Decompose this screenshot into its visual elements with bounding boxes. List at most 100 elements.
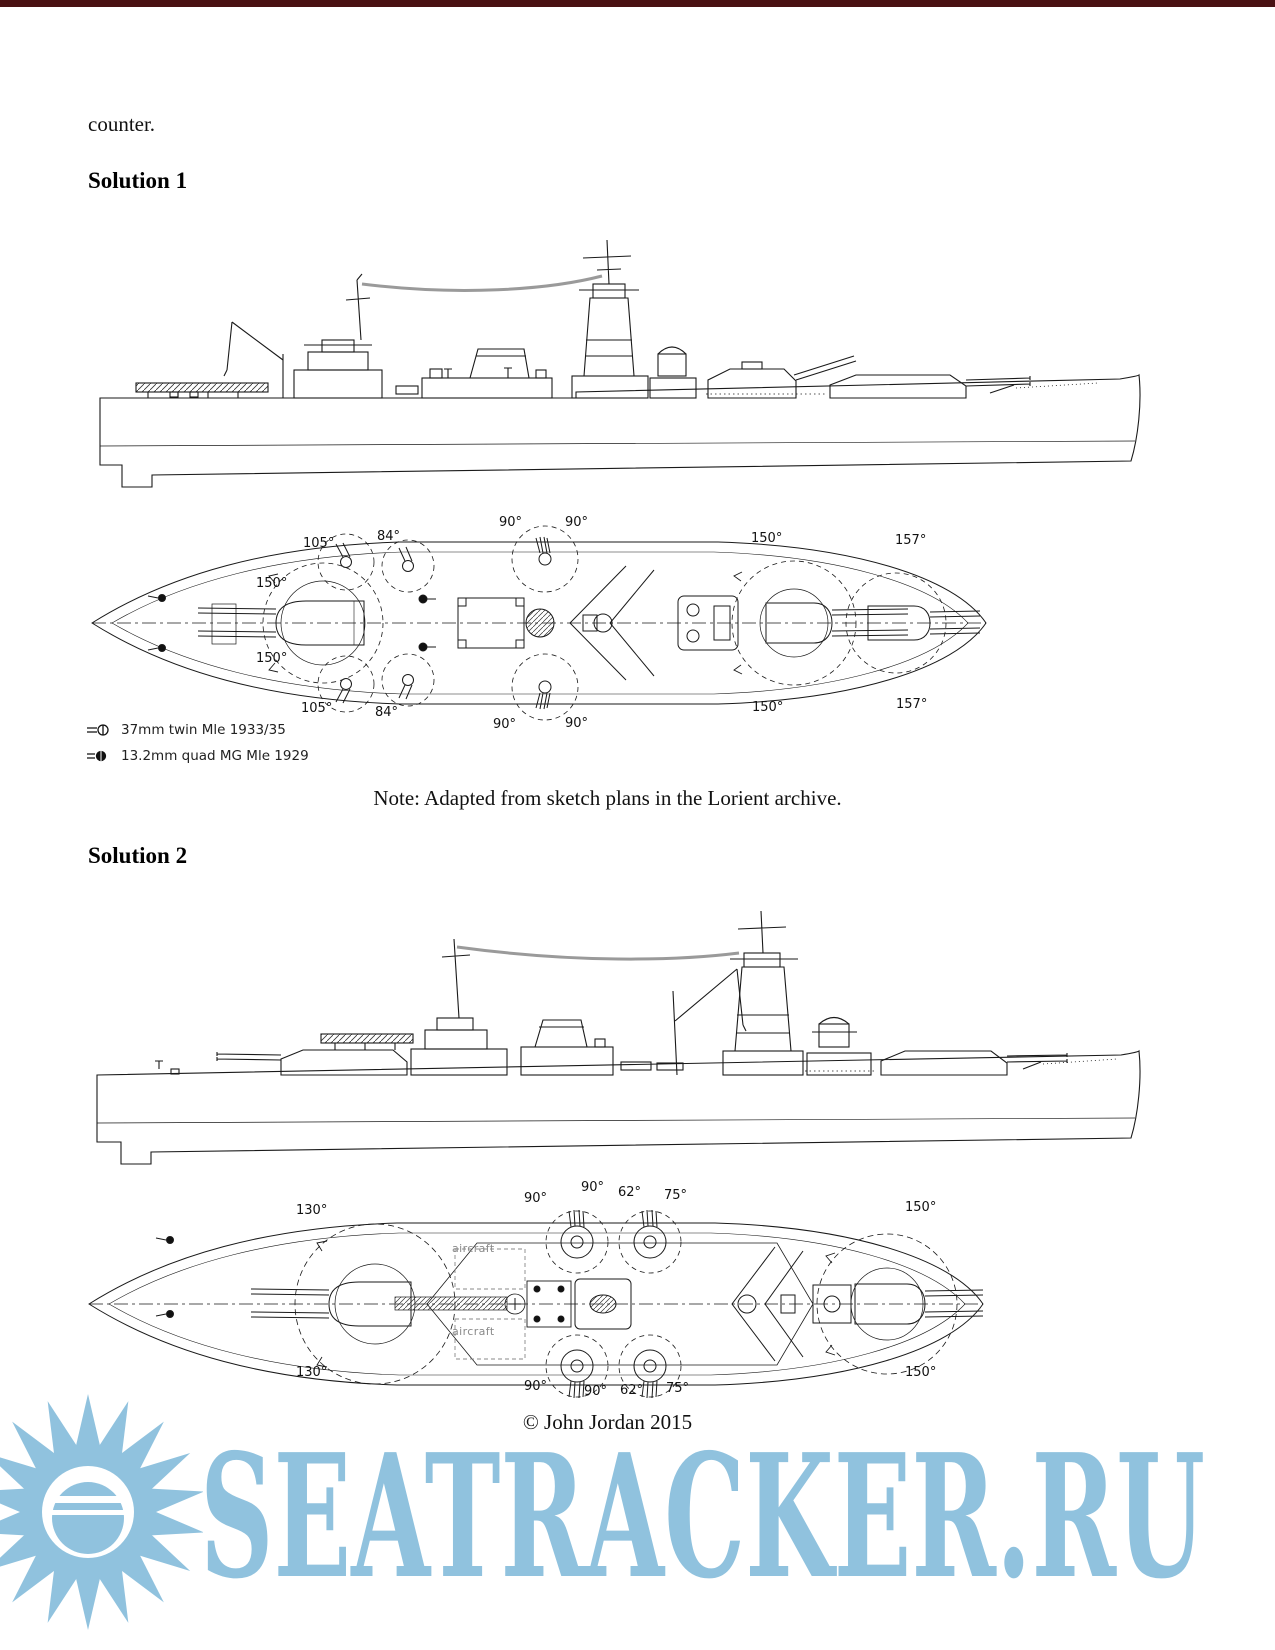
tower-footprint (731, 1246, 804, 1362)
figure-note: Note: Adapted from sketch plans in the L… (373, 786, 842, 810)
deckhouse-mid (574, 1278, 632, 1330)
arc-angle-label: 150° (256, 651, 288, 666)
solution1-plan-drawing (91, 525, 987, 721)
aft-mast (345, 273, 371, 341)
catapult (394, 1296, 508, 1311)
arc-angle-label: 84° (377, 529, 401, 544)
topmast (579, 239, 639, 291)
turret-forward (880, 1050, 1008, 1076)
gun-barrels (197, 607, 277, 638)
turret-forward (328, 1281, 412, 1327)
hull (99, 373, 1141, 488)
solution2-plan-drawing (88, 1209, 984, 1399)
turret-aft-inner (765, 602, 833, 644)
turret-aft-outer (867, 605, 931, 641)
turret-aft (854, 1283, 926, 1325)
aa-mounts-center (511, 525, 579, 721)
arc-angle-label: 62° (620, 1383, 644, 1398)
aircraft-stowage-bottom (454, 1318, 526, 1360)
aft-mast (441, 938, 471, 1019)
seatracker-wordmark: SEATRACKER.RU (200, 1417, 1205, 1613)
paragraph-fragment: counter. (88, 112, 156, 136)
catapult (135, 382, 269, 393)
arc-angle-label: 150° (256, 576, 288, 591)
deckhouse-aft (677, 595, 739, 651)
bow-mg-mounts (147, 594, 166, 652)
firing-arc-150-aft (731, 560, 857, 686)
crane (672, 968, 747, 1076)
tower-bridge (583, 297, 635, 377)
arc-angle-label: 90° (581, 1180, 605, 1195)
uptake-grating (525, 608, 555, 638)
arc-angle-label: 157° (896, 697, 928, 712)
solution1-profile-drawing (99, 239, 1141, 488)
topmast (730, 910, 798, 960)
arc-angle-label: 150° (905, 1365, 937, 1380)
arc-angle-label: 157° (895, 533, 927, 548)
aerial-cable (361, 274, 603, 292)
arc-angle-label: 90° (524, 1379, 548, 1394)
arc-angle-label: 130° (296, 1365, 328, 1380)
gun-barrels (250, 1288, 330, 1319)
ship-profile-1 (99, 239, 1141, 488)
turret-superfiring (707, 368, 797, 399)
firing-arc-150 (816, 1233, 958, 1375)
deckhouse-mid (457, 597, 525, 649)
barbette-forward (280, 580, 366, 666)
bow-mg-mounts (155, 1236, 174, 1318)
legend-label: 13.2mm quad MG Mle 1929 (121, 748, 309, 764)
waterline (96, 1117, 1136, 1124)
solution1-heading: Solution 1 (88, 168, 188, 193)
arc-angle-label: 90° (493, 717, 517, 732)
arc-angle-label: 75° (664, 1188, 688, 1203)
tower-footprint (569, 565, 655, 681)
aircraft-stowage-top (454, 1248, 526, 1290)
ship-plan-1 (91, 525, 987, 721)
copyright-line: © John Jordan 2015 (522, 1410, 693, 1434)
crane (223, 321, 284, 398)
funnel (469, 348, 530, 379)
mg-mounts-mid (418, 594, 436, 652)
arc-angle-label: 150° (905, 1200, 937, 1215)
funnel (534, 1019, 588, 1048)
arc-angle-label: 90° (499, 515, 523, 530)
arc-angle-label: 84° (375, 705, 399, 720)
hull (96, 1049, 1141, 1165)
arc-angle-label: 130° (296, 1203, 328, 1218)
aa-mounts-forward (317, 533, 435, 713)
firing-arc-130 (294, 1223, 456, 1385)
quad-mg-icon (87, 750, 107, 762)
ship-plan-2 (88, 1209, 984, 1399)
solution2-profile-drawing (96, 910, 1141, 1165)
arc-angle-label: 105° (301, 701, 333, 716)
tower-bridge (734, 966, 792, 1052)
arc-angle-label: 90° (524, 1191, 548, 1206)
arc-angle-label: 90° (565, 716, 589, 731)
arc-angle-label: 90° (565, 515, 589, 530)
arc-angle-label: 105° (303, 536, 335, 551)
arc-angle-label: 90° (584, 1384, 608, 1399)
arc-angle-label: 62° (618, 1185, 642, 1200)
arc-angle-label: 150° (752, 700, 784, 715)
aerial-cable (456, 945, 740, 961)
turret-aft (280, 1049, 408, 1076)
firing-arc-157 (845, 572, 947, 674)
aircraft-label: aircraft (452, 1242, 495, 1255)
ship-profile-2 (96, 910, 1141, 1165)
watermark-text: SEATRACKER.RU (200, 1417, 1205, 1613)
waterline (99, 440, 1136, 447)
page-top-edge (0, 0, 1275, 7)
firing-arc-150 (262, 562, 384, 684)
twin-37mm-icon (87, 724, 109, 736)
turret-forward (275, 600, 365, 646)
arc-angle-label: 75° (666, 1381, 690, 1396)
aa-mounts-center (545, 1209, 682, 1399)
turret-forward (829, 374, 967, 399)
catapult (320, 1033, 414, 1044)
aircraft-label: aircraft (452, 1325, 495, 1338)
barbette-aft (850, 1267, 924, 1341)
arc-angle-label: 150° (751, 531, 783, 546)
legend-item: 37mm twin Mle 1933/35 (86, 722, 286, 738)
solution2-heading: Solution 2 (88, 843, 188, 868)
